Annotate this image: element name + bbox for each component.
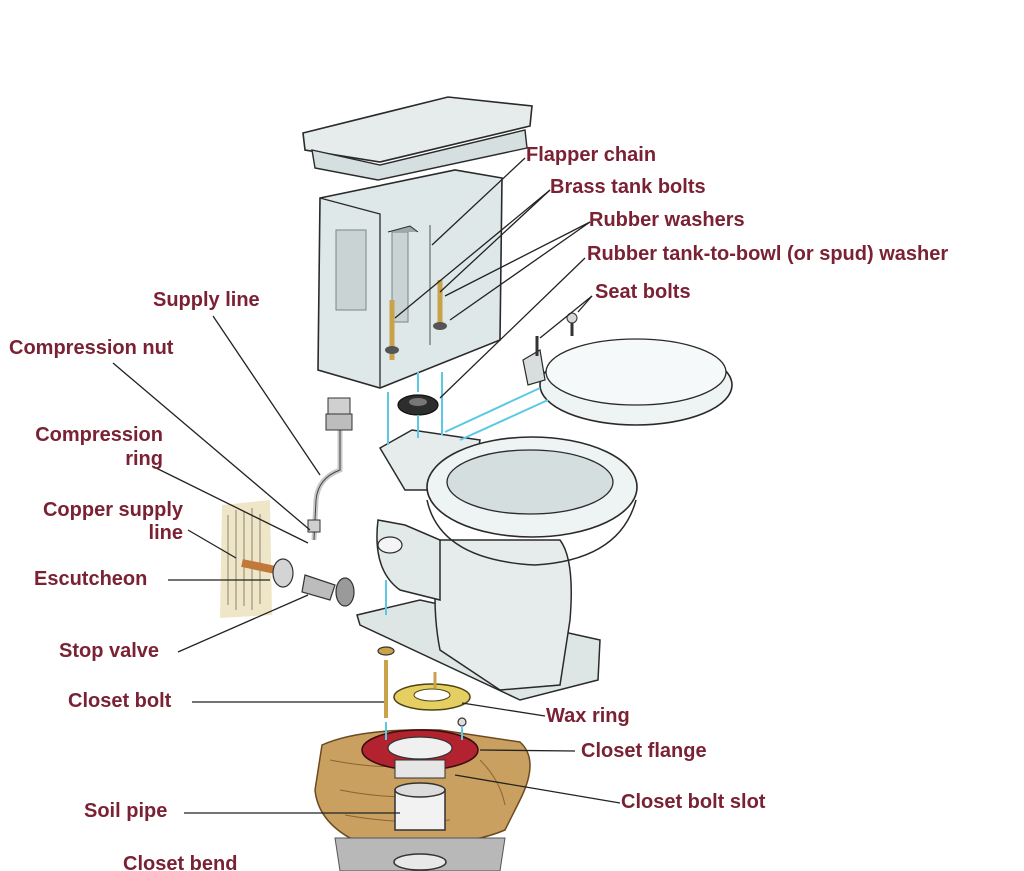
label-brass-tank-bolts: Brass tank bolts bbox=[550, 176, 706, 198]
tank-art bbox=[317, 169, 503, 389]
label-compression-ring-1: Compression bbox=[35, 424, 163, 446]
label-closet-bolt-slot: Closet bolt slot bbox=[621, 791, 766, 813]
supply-assembly-art bbox=[241, 397, 355, 607]
label-compression-ring-2: ring bbox=[125, 448, 163, 470]
toilet-seat-art bbox=[522, 312, 733, 426]
label-flapper-chain: Flapper chain bbox=[526, 144, 657, 166]
label-closet-bend: Closet bend bbox=[123, 853, 238, 871]
label-wax-ring: Wax ring bbox=[546, 705, 630, 727]
soil-pipe-art bbox=[393, 782, 447, 871]
label-stop-valve: Stop valve bbox=[59, 640, 160, 662]
toilet-bowl-art bbox=[356, 429, 638, 701]
wax-ring-art bbox=[393, 683, 471, 711]
label-soil-pipe: Soil pipe bbox=[84, 800, 168, 822]
label-seat-bolts: Seat bolts bbox=[595, 281, 691, 303]
tank-lid-art bbox=[302, 96, 533, 181]
label-copper-supply-line-1: Copper supply bbox=[42, 499, 183, 521]
closet-flange-art bbox=[361, 729, 479, 779]
spud-washer-art bbox=[397, 394, 439, 416]
label-supply-line: Supply line bbox=[153, 289, 260, 311]
wall-patch bbox=[220, 500, 272, 618]
label-closet-bolt: Closet bolt bbox=[68, 690, 172, 712]
leader-lines bbox=[112, 157, 621, 814]
label-rubber-washers: Rubber washers bbox=[589, 209, 745, 231]
label-copper-supply-line-2: line bbox=[148, 522, 183, 544]
label-compression-nut: Compression nut bbox=[9, 337, 174, 359]
alignment-lines bbox=[385, 372, 549, 615]
closet-bolt-art bbox=[377, 646, 467, 740]
label-escutcheon: Escutcheon bbox=[34, 568, 148, 590]
label-spud-washer: Rubber tank-to-bowl (or spud) washer bbox=[587, 243, 949, 265]
label-closet-flange: Closet flange bbox=[581, 740, 707, 762]
